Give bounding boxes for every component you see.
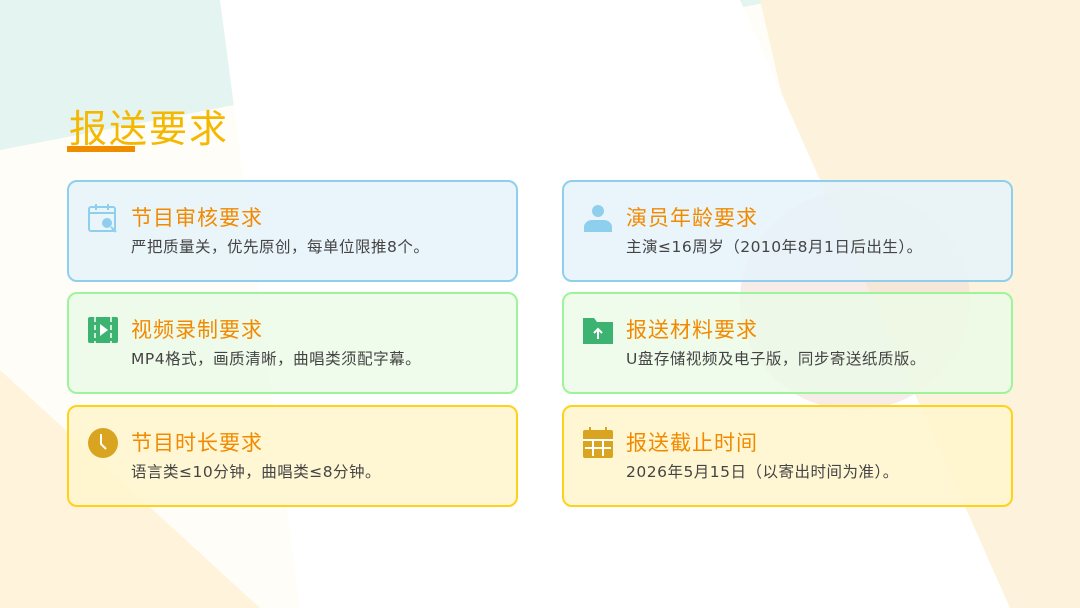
card-title: 报送材料要求 bbox=[626, 318, 758, 342]
card-age: 演员年龄要求 主演≤16周岁（2010年8月1日后出生）。 bbox=[562, 180, 1013, 282]
card-title: 演员年龄要求 bbox=[626, 206, 758, 230]
card-desc: 严把质量关，优先原创，每单位限推8个。 bbox=[131, 238, 430, 256]
card-desc: 语言类≤10分钟，曲唱类≤8分钟。 bbox=[131, 463, 382, 481]
card-title: 节目时长要求 bbox=[131, 431, 263, 455]
card-video: 视频录制要求 MP4格式，画质清晰，曲唱类须配字幕。 bbox=[67, 292, 518, 394]
page-title: 报送要求 bbox=[69, 107, 230, 151]
card-deadline: 报送截止时间 2026年5月15日（以寄出时间为准）。 bbox=[562, 405, 1013, 507]
user-icon bbox=[584, 205, 612, 232]
card-desc: 2026年5月15日（以寄出时间为准）。 bbox=[626, 463, 899, 481]
folder-upload-icon bbox=[583, 318, 613, 344]
calendar-search-icon bbox=[88, 204, 117, 233]
card-desc: U盘存储视频及电子版，同步寄送纸质版。 bbox=[626, 350, 926, 368]
card-review: 节目审核要求 严把质量关，优先原创，每单位限推8个。 bbox=[67, 180, 518, 282]
title-underline bbox=[67, 146, 135, 152]
card-title: 报送截止时间 bbox=[626, 431, 758, 455]
card-title: 节目审核要求 bbox=[131, 206, 263, 230]
clock-icon bbox=[88, 428, 118, 458]
card-materials: 报送材料要求 U盘存储视频及电子版，同步寄送纸质版。 bbox=[562, 292, 1013, 394]
card-desc: 主演≤16周岁（2010年8月1日后出生）。 bbox=[626, 238, 923, 256]
card-duration: 节目时长要求 语言类≤10分钟，曲唱类≤8分钟。 bbox=[67, 405, 518, 507]
card-desc: MP4格式，画质清晰，曲唱类须配字幕。 bbox=[131, 350, 422, 368]
card-title: 视频录制要求 bbox=[131, 318, 263, 342]
calendar-icon bbox=[583, 427, 613, 458]
video-icon bbox=[88, 317, 118, 343]
